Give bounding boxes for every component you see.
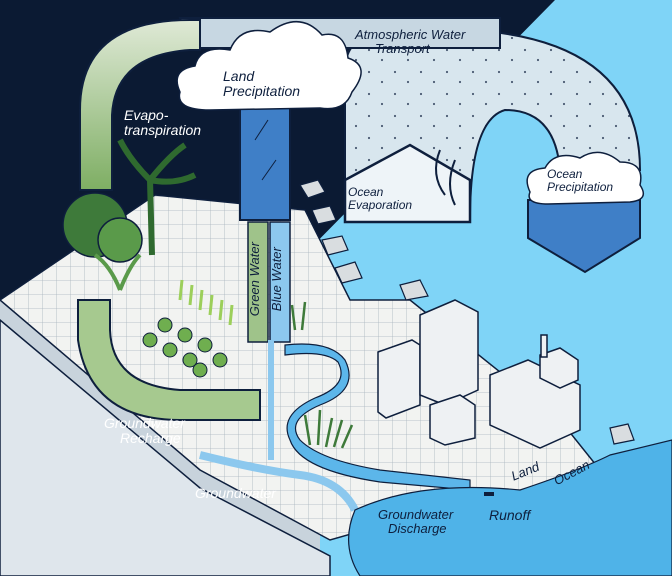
cloud-icon — [176, 20, 645, 205]
ocean-evaporation-line-2: Evaporation — [348, 198, 413, 213]
evapotranspiration-line-1: Evapo- — [124, 107, 169, 123]
land-precipitation-line-2: Precipitation — [223, 83, 301, 100]
tree-icon — [62, 138, 197, 291]
evapotranspiration-arc — [79, 19, 201, 191]
crop-icon — [142, 279, 234, 378]
coastal-rocks — [299, 179, 635, 445]
runoff-marker — [484, 492, 494, 496]
blue-water-column — [269, 221, 291, 343]
groundwater-discharge-line-2: Discharge — [388, 521, 447, 537]
green-water-label: Green Water — [246, 242, 262, 317]
green-water-column — [247, 221, 269, 343]
river — [284, 343, 471, 491]
atmospheric-transport-line-1: Atmospheric Water — [355, 27, 466, 42]
ocean-precipitation-line-1: Ocean — [547, 167, 583, 181]
groundwater-label: Groundwater — [195, 485, 276, 501]
atmospheric-transport-label: Atmospheric Water Transport — [355, 27, 466, 57]
groundwater-flow — [199, 451, 359, 512]
underground-layer — [0, 319, 331, 576]
evapotranspiration-label: Evapo- transpiration — [124, 107, 202, 139]
land-precipitation-column — [239, 94, 291, 221]
ocean — [347, 439, 672, 576]
ocean-precipitation-line-2: Precipitation — [547, 180, 614, 195]
ocean-precipitation-label: Ocean Precipitation — [547, 167, 614, 195]
reeds — [290, 301, 354, 449]
blue-water-label: Blue Water — [268, 247, 284, 312]
groundwater-recharge-line-2: Recharge — [120, 430, 181, 447]
ocean-evaporation-line-1: Ocean — [348, 185, 384, 199]
land-precipitation-line-1: Land — [223, 68, 255, 84]
evapotranspiration-line-2: transpiration — [124, 122, 202, 139]
groundwater-discharge-line-1: Groundwater — [378, 507, 454, 522]
groundwater-drip — [268, 340, 274, 460]
atmospheric-transport-line-2: Transport — [375, 41, 430, 57]
building-icon — [377, 299, 581, 449]
groundwater-discharge-label: Groundwater Discharge — [378, 507, 454, 537]
groundwater-recharge-label: Groundwater Recharge — [104, 415, 185, 447]
groundwater-recharge-arc — [77, 299, 261, 421]
land-precipitation-label: Land Precipitation — [223, 68, 301, 100]
runoff-label: Runoff — [489, 507, 531, 523]
ocean-evaporation-label: Ocean Evaporation — [348, 185, 413, 213]
ocean-evaporation-box — [343, 143, 472, 224]
groundwater-recharge-line-1: Groundwater — [104, 415, 185, 431]
